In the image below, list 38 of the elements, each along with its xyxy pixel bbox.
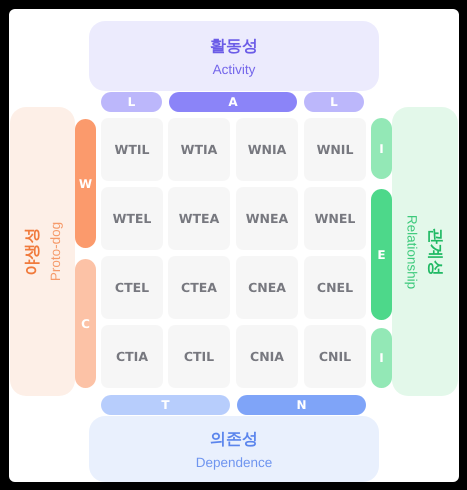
type-tile: CNIA [236,325,298,388]
axis-letter-pill: I [371,118,392,179]
category-subtitle: Proto-dog [48,222,63,282]
type-tile: CTIL [168,325,230,388]
category-title: 야생성 [22,228,42,276]
axis-letter-pill: I [371,328,392,388]
type-tile: CNEL [304,256,366,319]
axis-letter-pill: N [237,395,366,415]
axis-letter-pill: L [304,92,364,112]
category-subtitle: Dependence [196,454,272,470]
axis-letter-pill: E [371,189,392,320]
type-tile: WNEL [304,187,366,250]
type-tile: CTEA [168,256,230,319]
type-tile: WNIL [304,118,366,181]
axis-letter-pill: W [75,119,96,248]
type-tile: WTEL [101,187,163,250]
type-tile: WNIA [236,118,298,181]
type-tile: WTEA [168,187,230,250]
category-subtitle: Activity [212,62,256,76]
axis-letter-pill: A [169,92,297,112]
type-tile: CNIL [304,325,366,388]
category-panel [89,21,379,91]
type-tile: WTIL [101,118,163,181]
type-tile: WNEA [236,187,298,250]
axis-letter-pill: T [101,395,230,415]
axis-letter-pill: C [75,259,96,388]
type-tile: CNEA [236,256,298,319]
category-title: 의존성 [210,428,258,450]
type-tile: WTIA [168,118,230,181]
category-panel [10,107,75,396]
category-title: 관계성 [426,228,446,276]
type-tile: CTIA [101,325,163,388]
category-panel [89,416,379,482]
axis-letter-pill: L [101,92,162,112]
category-title: 활동성 [210,36,258,56]
category-subtitle: Relationship [404,214,420,289]
type-tile: CTEL [101,256,163,319]
category-panel [392,107,458,396]
